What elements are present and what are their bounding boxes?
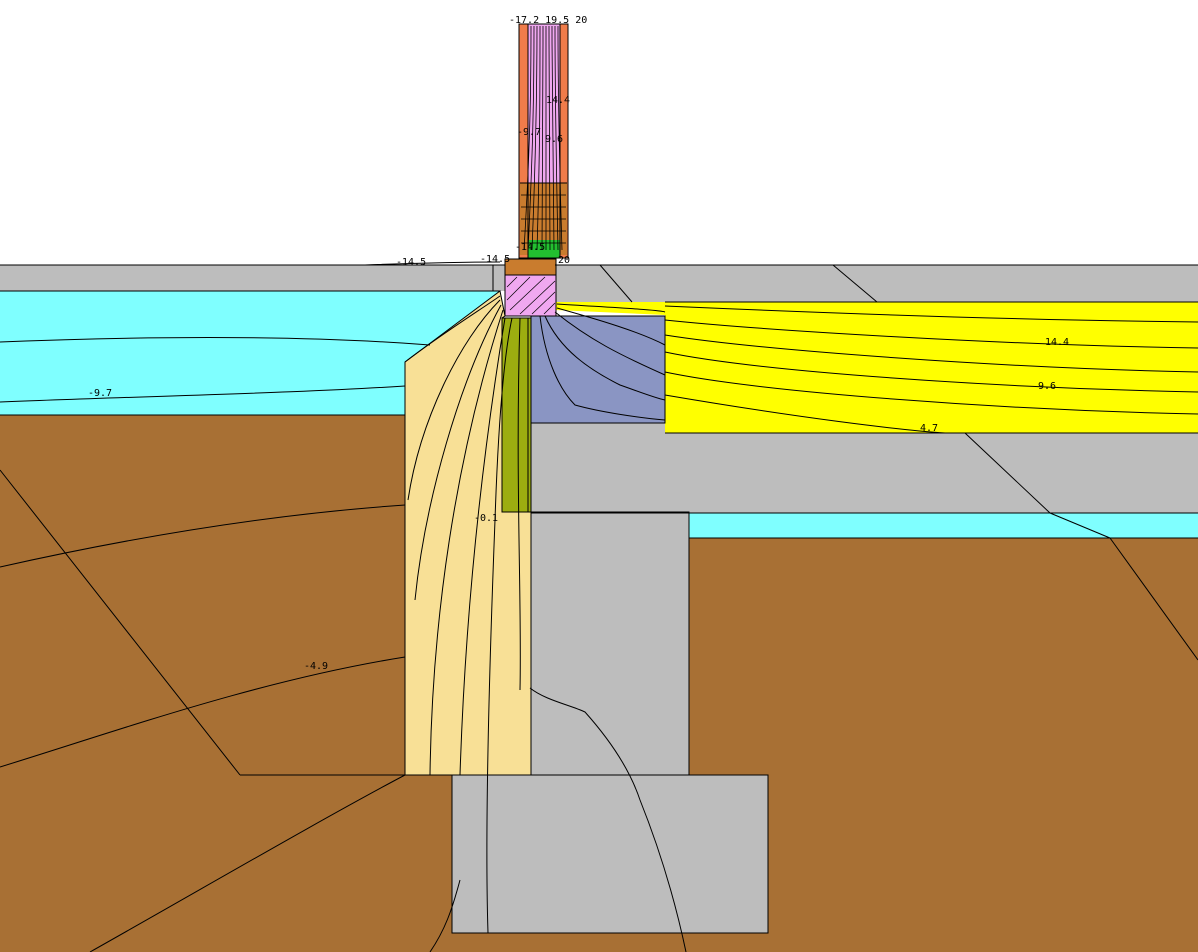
isotherm-label: -14.5 (515, 242, 545, 253)
isotherm-label: -9.7 (517, 127, 541, 138)
isotherm-label: -0.1 (474, 513, 498, 524)
pink-sill-block (505, 275, 556, 316)
isotherm-label: 9.6 (545, 134, 563, 145)
slab-edge (531, 423, 665, 433)
isotherm-label: -14.5 (480, 254, 510, 265)
wall-exterior-brick (519, 24, 528, 258)
isotherm-label: -4.9 (304, 661, 328, 672)
floor-topping (555, 265, 1198, 302)
isotherm-label: -9.7 (88, 388, 112, 399)
perimeter-tan-insulation (405, 291, 531, 775)
exterior-pavement (0, 265, 505, 291)
olive-board (502, 318, 531, 512)
isotherm-labels: -14.5 -14.5 -9.7 -4.9 -0.1 4.7 9.6 14.4 … (88, 15, 1069, 672)
isotherm-label: 9.6 (1038, 381, 1056, 392)
region-outlines (0, 23, 1198, 934)
wall-interior-brick (560, 24, 568, 258)
isotherm-label: 20 (558, 255, 570, 266)
isotherm-label: 4.7 (920, 423, 938, 434)
isotherm-label: -14.5 (396, 257, 426, 268)
grey-blue-block (531, 316, 665, 423)
isotherm-label: 14.4 (1045, 337, 1069, 348)
wood-sill (505, 259, 556, 275)
interior-soil (689, 538, 1198, 952)
under-slab-cyan-insulation (689, 513, 1198, 538)
sill-hatch (506, 276, 556, 315)
isotherm-lines (0, 261, 1198, 952)
floor-slab (531, 433, 1198, 513)
wall-isotherm-pattern (521, 25, 566, 251)
foundation-wall (531, 512, 689, 775)
isotherm-label: -17.2 19.5 20 (509, 15, 587, 26)
isotherm-label: 14.4 (546, 95, 570, 106)
footing (452, 775, 768, 933)
floor-yellow-insulation (665, 302, 1198, 433)
wall-green-detail (528, 240, 560, 258)
